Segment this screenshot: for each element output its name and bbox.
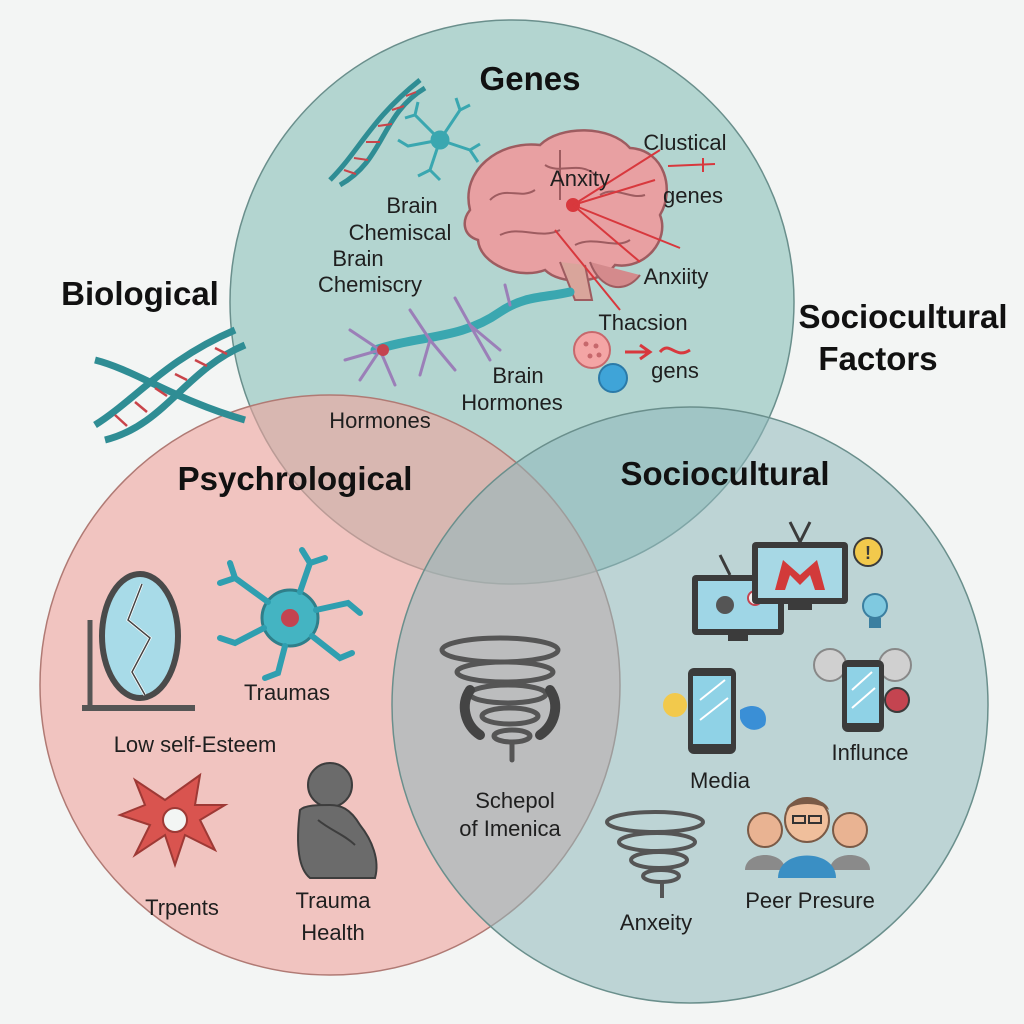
right-item: Media (690, 768, 751, 793)
left-item: Low self-Esteem (114, 732, 277, 757)
top-item: Hormones (461, 390, 562, 415)
tornado-icon (605, 810, 705, 898)
broken-mirror-icon (82, 571, 195, 711)
right-item: Anxeity (620, 910, 692, 935)
left-item: Trpents (145, 895, 219, 920)
labels: Genes Biological Sociocultural Factors P… (61, 60, 1007, 945)
tv-icon: ! (692, 521, 883, 641)
neuron-icon (117, 772, 229, 869)
brain-icon (463, 129, 716, 311)
lightbulb-icon (813, 593, 912, 713)
top-item: Clustical (643, 130, 726, 155)
top-item: genes (663, 183, 723, 208)
label-sociocultural-factors-2: Factors (818, 340, 937, 377)
left-item: Traumas (244, 680, 330, 705)
top-item: Brain (386, 193, 437, 218)
center-item: Schepol (475, 788, 555, 813)
top-item: Thacsion (598, 310, 687, 335)
top-item: Chemiscry (318, 272, 422, 297)
left-item: Trauma (296, 888, 372, 913)
neuron-icon (217, 547, 363, 681)
people-group-icon (745, 797, 870, 878)
right-item: Influnce (831, 740, 908, 765)
tornado-icon (439, 635, 561, 763)
neuron-icon (397, 97, 481, 182)
top-item: Chemiscal (349, 220, 452, 245)
top-item: Brain (332, 246, 383, 271)
smartphone-icon (663, 660, 884, 754)
neuron-icon (343, 283, 575, 387)
top-item: gens (651, 358, 699, 383)
left-item: Health (301, 920, 365, 945)
dna-icon (93, 326, 247, 444)
center-item: of Imenica (459, 816, 561, 841)
top-item: Anxity (550, 166, 610, 191)
right-item: Peer Presure (745, 888, 875, 913)
top-item: Hormones (329, 408, 430, 433)
svg-text:!: ! (865, 543, 871, 563)
dna-icon (328, 78, 427, 188)
top-item: Anxiity (644, 264, 709, 289)
cell-icon (573, 331, 691, 393)
label-sociocultural: Sociocultural (620, 455, 829, 492)
label-psychrological: Psychrological (178, 460, 413, 497)
label-genes: Genes (480, 60, 581, 97)
sad-person-icon (297, 762, 378, 879)
top-item: Brain (492, 363, 543, 388)
label-biological: Biological (61, 275, 219, 312)
label-sociocultural-factors-1: Sociocultural (798, 298, 1007, 335)
